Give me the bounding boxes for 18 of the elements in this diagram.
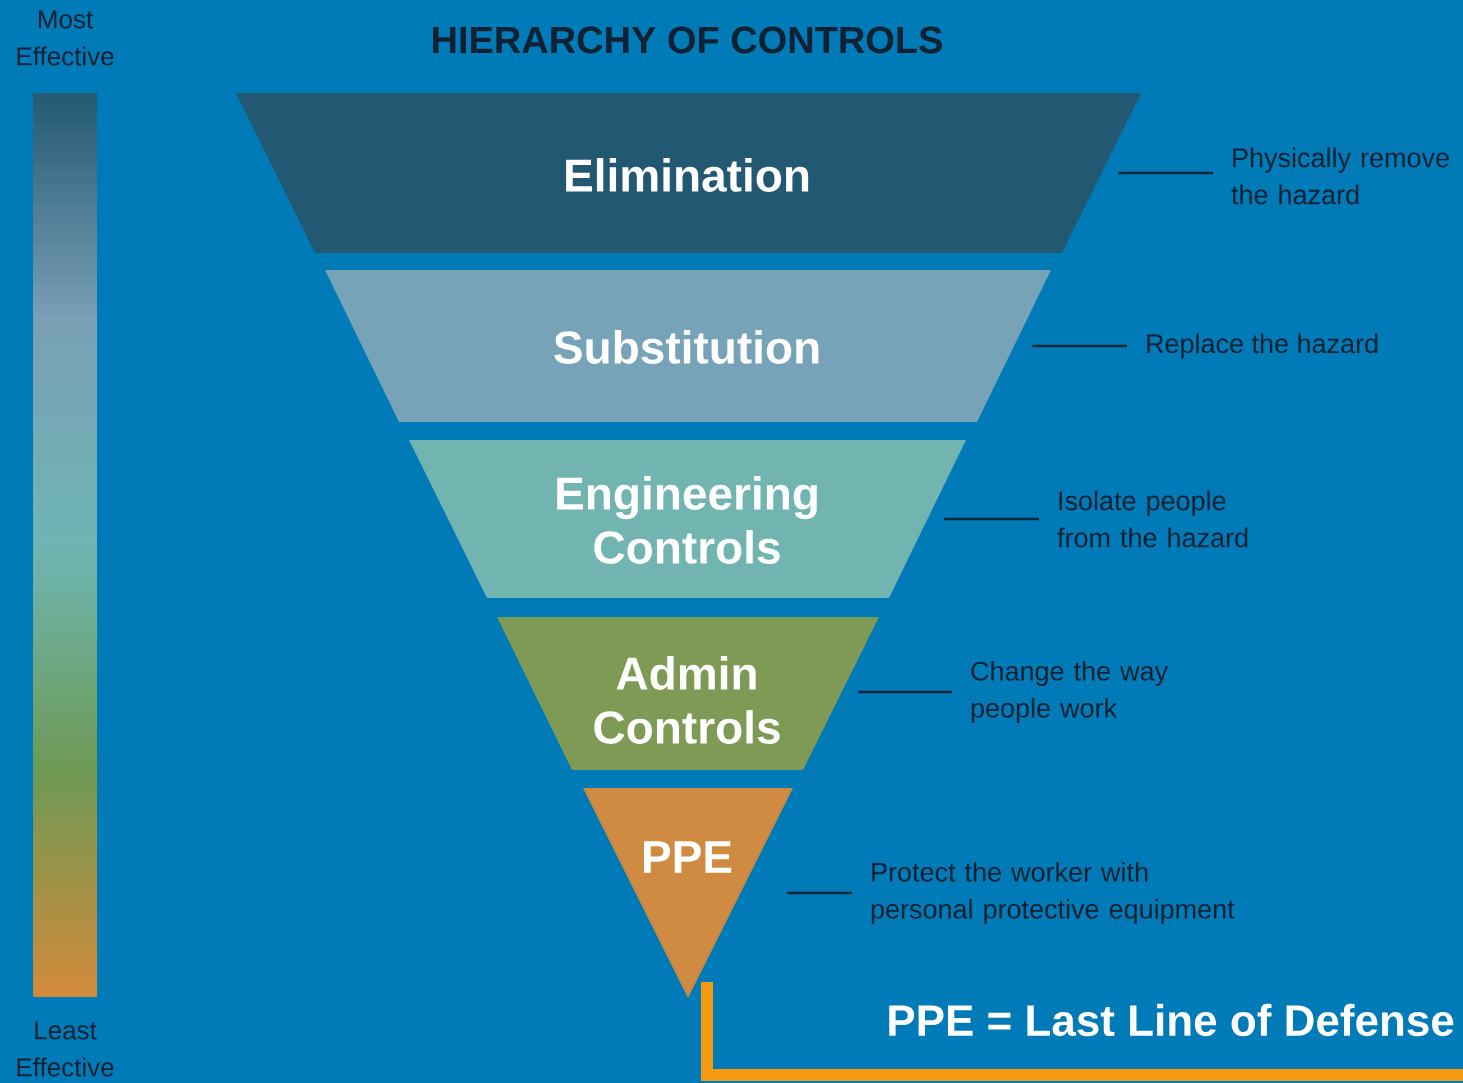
- band-triangle: PPE: [583, 788, 793, 998]
- label: Least Effective: [17, 1021, 114, 1077]
- callout-text: PPE = Last Line of Defense: [889, 1003, 1454, 1037]
- description-text: Protect the worker with personal protective equipment: [871, 861, 1235, 925]
- connector-line: [787, 891, 852, 895]
- connector-line: [944, 517, 1039, 521]
- title: HIERARCHY OF CONTROLS: [433, 26, 942, 54]
- band-trapezoid: Engineering Controls: [409, 440, 966, 598]
- description-text: Change the way people work: [971, 660, 1169, 724]
- band-trapezoid: Admin Controls: [497, 617, 879, 770]
- connector-line: [858, 690, 952, 694]
- description-text: Isolate people from the hazard: [1057, 490, 1248, 548]
- description-text: Replace the hazard: [1147, 333, 1378, 359]
- label: Most Effective: [17, 10, 114, 66]
- description-text: Physically remove the hazard: [1231, 147, 1449, 205]
- connector-line: [1118, 171, 1213, 175]
- band-trapezoid: Substitution: [325, 270, 1051, 422]
- connector-line: [1032, 344, 1127, 348]
